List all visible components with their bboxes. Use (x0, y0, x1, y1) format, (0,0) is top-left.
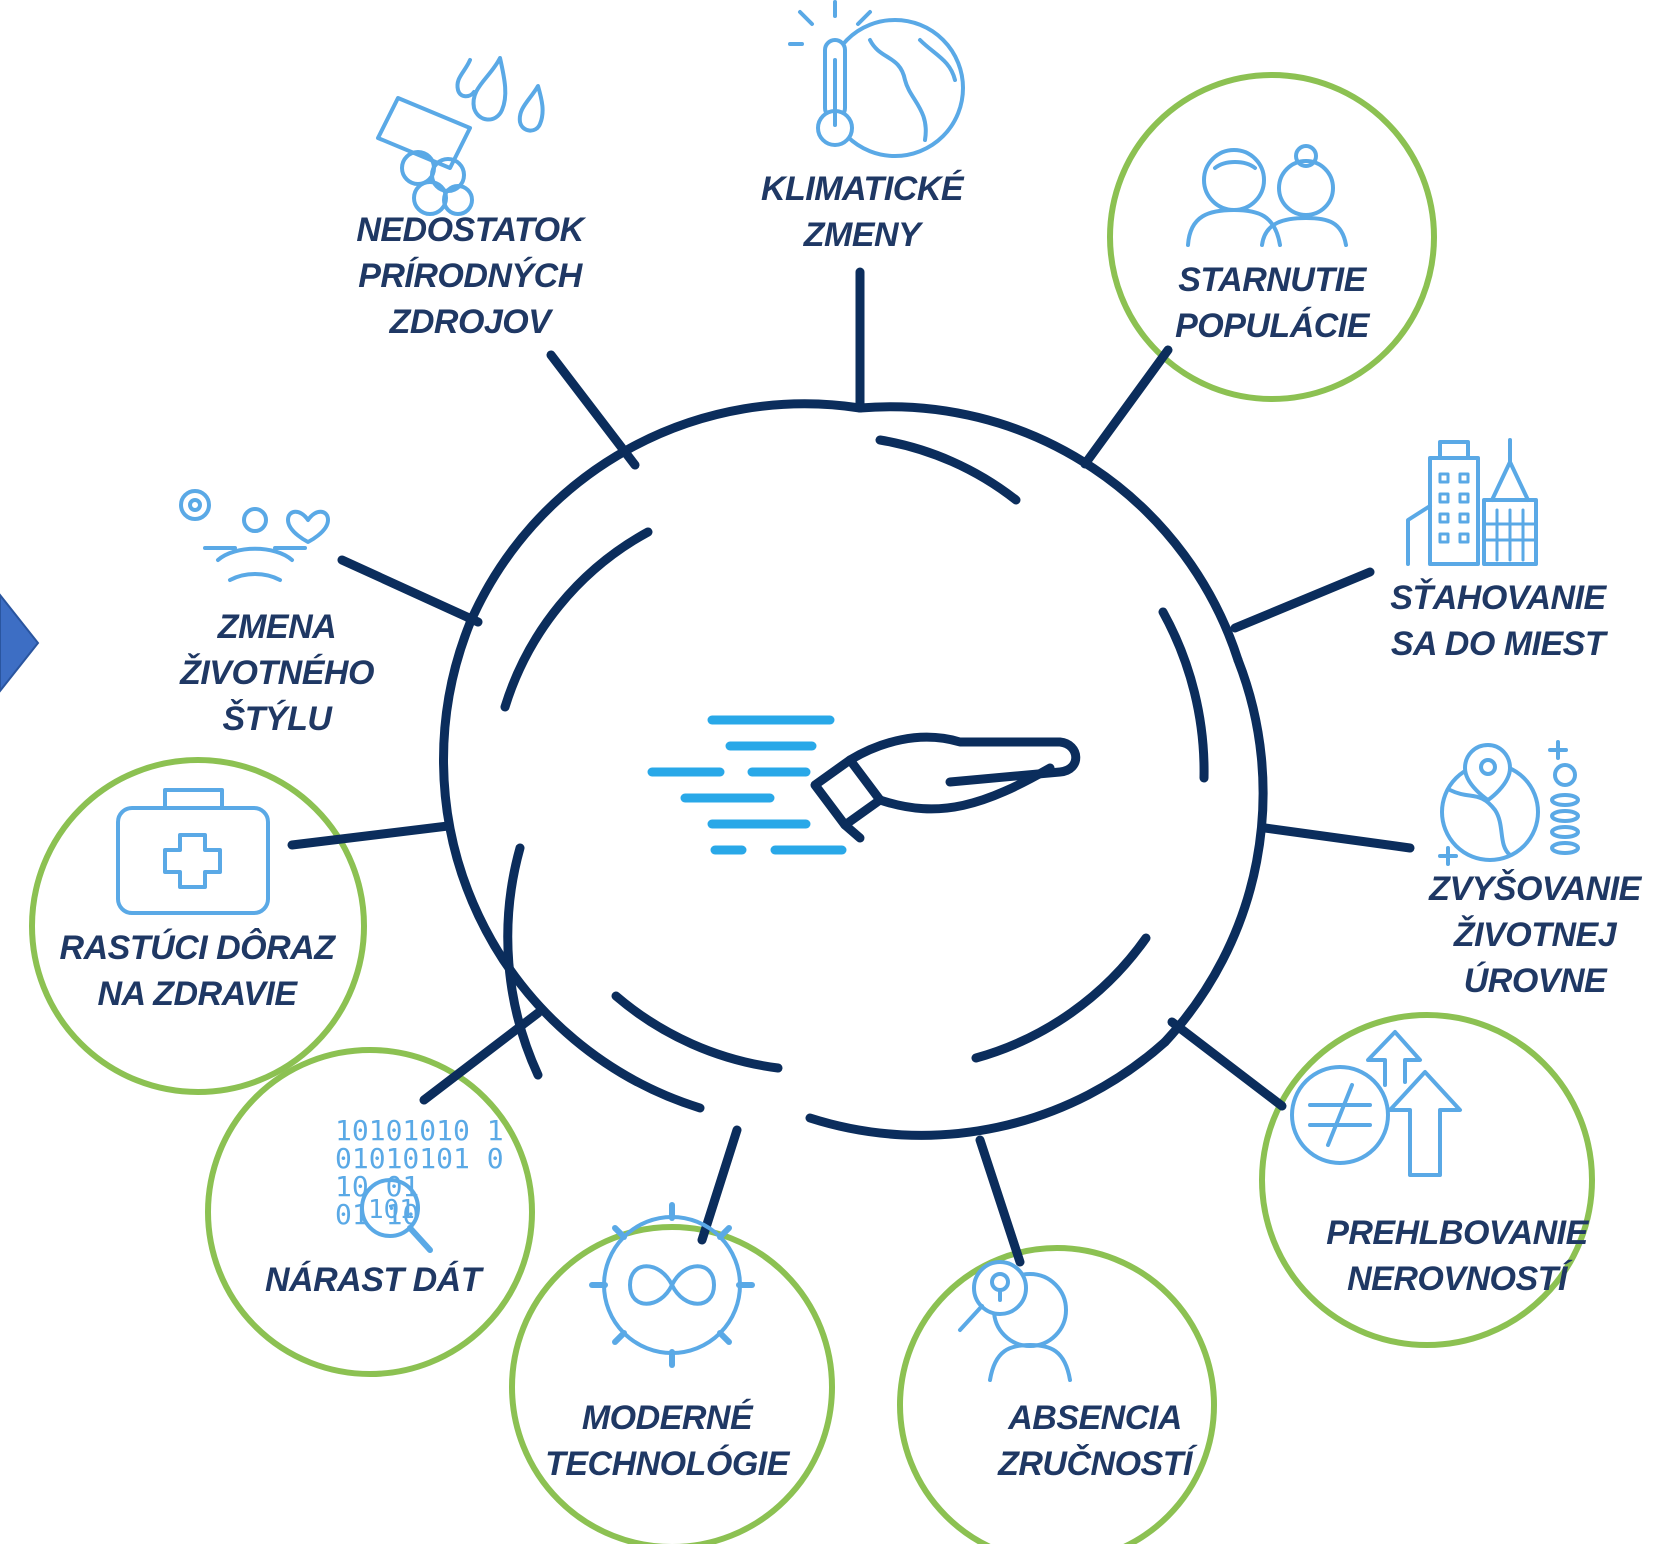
ring-moderne-technologie (509, 1224, 835, 1544)
label-line: POPULÁCIE (1175, 307, 1369, 345)
label-line: SŤAHOVANIE (1390, 579, 1606, 617)
ring-rastuci-doraz (29, 757, 367, 1095)
meditation-heart-icon (179, 489, 330, 582)
label-line: NEROVNOSTÍ (1347, 1260, 1567, 1298)
label-line: RASTÚCI DÔRAZ (59, 929, 335, 967)
label-rastuci-doraz-na-zdravie: RASTÚCI DÔRAZ NA ZDRAVIE (60, 925, 335, 1017)
label-starnutie-populacie: STARNUTIE POPULÁCIE (1175, 257, 1369, 349)
label-line: KLIMATICKÉ (760, 170, 964, 208)
svg-text:01 10: 01 10 (335, 1198, 419, 1231)
label-line: SA DO MIEST (1390, 625, 1606, 663)
central-circle (439, 399, 1268, 1140)
gear-infinity-icon (589, 1202, 755, 1368)
label-line: ZMENY (803, 216, 921, 254)
label-nedostatok-prirodnych-zdrojov: NEDOSTATOK PRÍRODNÝCH ZDROJOV (356, 207, 584, 345)
label-line: ZDROJOV (389, 303, 551, 341)
label-line: ŠTÝLU (222, 700, 332, 738)
label-line: ZRUČNOSTÍ (998, 1445, 1192, 1483)
label-line: PRÍRODNÝCH (358, 257, 582, 295)
label-line: NA ZDRAVIE (97, 975, 297, 1013)
label-line: ZMENA (217, 608, 337, 646)
ring-narast-dat (205, 1047, 535, 1377)
label-line: TECHNOLÓGIE (545, 1445, 789, 1483)
ring-absencia-zrucnosti (897, 1245, 1217, 1544)
ring-prehlbovanie-nerovnosti (1259, 1012, 1595, 1348)
label-line: MODERNÉ (581, 1399, 753, 1437)
label-stahovanie-do-miest: SŤAHOVANIE SA DO MIEST (1390, 575, 1606, 667)
label-zmena-zivotneho-stylu: ZMENA ŽIVOTNÉHO ŠTÝLU (180, 604, 374, 742)
ring-starnutie-populacie (1107, 72, 1437, 402)
label-line: NÁRAST DÁT (265, 1261, 481, 1299)
city-buildings-icon (1406, 438, 1538, 566)
not-equal-arrows-icon (1290, 1030, 1462, 1177)
svg-text:101: 101 (368, 1195, 415, 1225)
svg-text:10101010 1: 10101010 1 (335, 1114, 504, 1147)
label-moderne-technologie: MODERNÉ TECHNOLÓGIE (545, 1395, 789, 1487)
label-line: STARNUTIE (1178, 261, 1366, 299)
label-line: ŽIVOTNÉHO (180, 654, 374, 692)
hand-with-speed-lines-icon (647, 715, 1081, 855)
label-line: ŽIVOTNEJ (1453, 916, 1617, 954)
label-line: PREHLBOVANIE (1326, 1214, 1588, 1252)
thermometer-globe-icon (788, 0, 965, 158)
svg-text:01010101 0: 01010101 0 (335, 1142, 504, 1175)
label-line: ÚROVNE (1463, 962, 1607, 1000)
logs-water-drops-icon (376, 56, 545, 216)
label-line: NEDOSTATOK (356, 211, 584, 249)
elderly-couple-icon (1186, 144, 1348, 247)
label-zvysovanie-zivotnej-urovne: ZVYŠOVANIE ŽIVOTNEJ ÚROVNE (1429, 866, 1641, 1004)
label-line: ABSENCIA (1008, 1399, 1182, 1437)
binary-magnifier-icon: 10101010 1 01010101 0 10 01 01 10 101 (335, 1114, 504, 1253)
person-magnifier-icon (958, 1260, 1072, 1382)
label-line: ZVYŠOVANIE (1429, 870, 1641, 908)
globe-coins-icon (1438, 740, 1580, 866)
play-arrow-icon[interactable] (0, 593, 40, 693)
label-absencia-zrucnosti: ABSENCIA ZRUČNOSTÍ (998, 1395, 1192, 1487)
spokes (287, 267, 1415, 1267)
label-narast-dat: NÁRAST DÁT (265, 1257, 481, 1303)
first-aid-kit-icon (116, 788, 270, 915)
label-prehlbovanie-nerovnosti: PREHLBOVANIE NEROVNOSTÍ (1326, 1210, 1588, 1302)
highlight-rings (29, 72, 1595, 1544)
label-klimaticke-zmeny: KLIMATICKÉ ZMENY (760, 166, 964, 258)
